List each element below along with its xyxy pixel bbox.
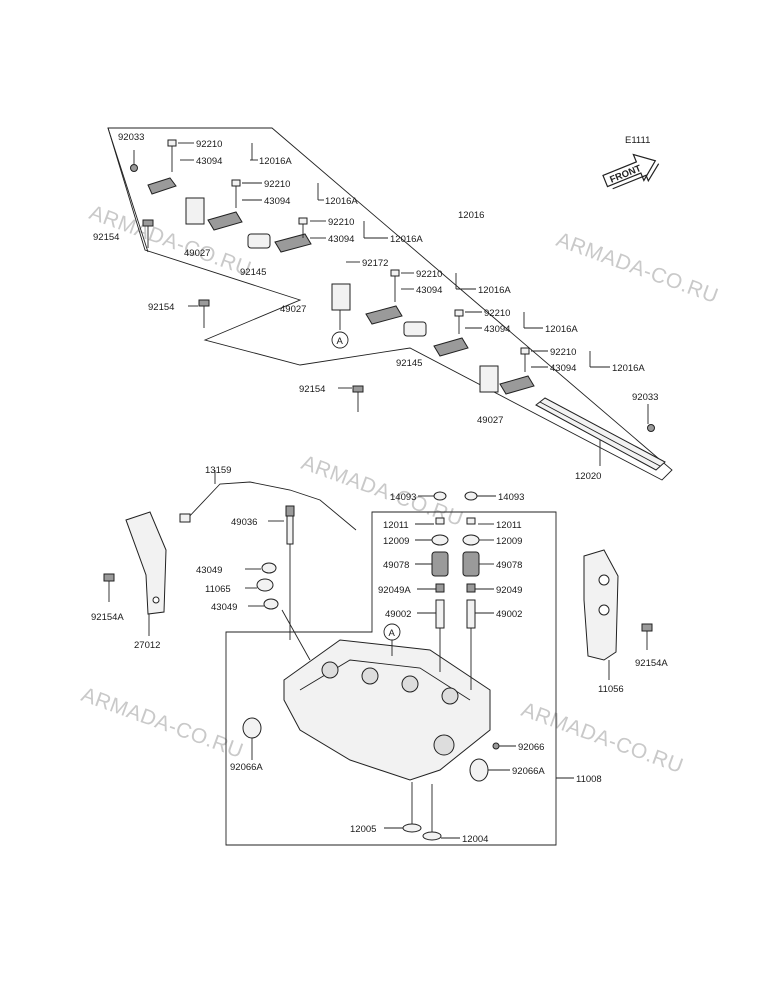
label-12016A: 12016A	[390, 234, 423, 245]
label-92066A: 92066A	[512, 766, 545, 777]
label-92049A: 92049A	[378, 585, 411, 596]
label-49027: 49027	[477, 415, 503, 426]
label-12004: 12004	[462, 834, 488, 845]
label-92210: 92210	[550, 347, 576, 358]
label-49036: 49036	[231, 517, 257, 528]
bolts-92154	[142, 219, 364, 412]
glow-plug-49036	[285, 505, 295, 545]
label-11008: 11008	[576, 774, 602, 785]
ref-marker-a-lower: A	[383, 623, 401, 656]
label-11056: 11056	[598, 684, 624, 695]
label-12009: 12009	[383, 536, 409, 547]
rocker-springs	[247, 233, 427, 337]
label-92210: 92210	[416, 269, 442, 280]
label-43094: 43094	[484, 324, 510, 335]
label-92033-right: 92033	[632, 392, 658, 403]
label-49078: 49078	[383, 560, 409, 571]
label-49002: 49002	[496, 609, 522, 620]
ring-92033-top	[130, 164, 138, 172]
label-12016A: 12016A	[545, 324, 578, 335]
label-12020: 12020	[575, 471, 601, 482]
label-43094: 43094	[416, 285, 442, 296]
label-49027: 49027	[280, 304, 306, 315]
label-13159: 13159	[205, 465, 231, 476]
lower-labels: 13159 49036 43049 11065 43049 92154A 270…	[91, 465, 668, 845]
label-49002: 49002	[385, 609, 411, 620]
label-92154A-right: 92154A	[635, 658, 668, 669]
svg-text:A: A	[337, 336, 344, 347]
valves	[402, 782, 442, 841]
upper-leaders	[133, 142, 649, 466]
label-92172: 92172	[362, 258, 388, 269]
label-92033: 92033	[118, 132, 144, 143]
upper-labels: 92033 92210 43094 12016A 92210 43094 120…	[93, 132, 658, 482]
watermark-2: ARMADA-CO.RU	[553, 228, 721, 308]
wire-harness-13159	[179, 474, 357, 531]
label-43049: 43049	[196, 565, 222, 576]
label-43094: 43094	[328, 234, 354, 245]
label-12005: 12005	[350, 824, 376, 835]
front-arrow-icon: FRONT	[602, 153, 660, 190]
bracket-11056	[583, 549, 653, 661]
label-14093: 14093	[390, 492, 416, 503]
adjust-screws	[167, 139, 530, 372]
label-12016A: 12016A	[478, 285, 511, 296]
valve-train-parts	[431, 491, 480, 629]
ring-92033-right	[647, 424, 655, 432]
label-92066A: 92066A	[230, 762, 263, 773]
label-92066: 92066	[518, 742, 544, 753]
label-12016A: 12016A	[325, 196, 358, 207]
label-12011: 12011	[383, 520, 409, 531]
label-12011: 12011	[496, 520, 522, 531]
label-43094: 43094	[196, 156, 222, 167]
label-12009: 12009	[496, 536, 522, 547]
cylinder-head	[283, 639, 491, 781]
label-14093: 14093	[498, 492, 524, 503]
plug-92066	[492, 742, 500, 750]
rocker-assembly-frame	[107, 127, 673, 481]
label-92210: 92210	[264, 179, 290, 190]
label-92210: 92210	[484, 308, 510, 319]
label-27012: 27012	[134, 640, 160, 651]
ref-marker-a-upper: A	[331, 310, 349, 349]
label-92154: 92154	[148, 302, 174, 313]
label-92049: 92049	[496, 585, 522, 596]
label-12016A: 12016A	[259, 156, 292, 167]
label-92145: 92145	[240, 267, 266, 278]
label-92154: 92154	[93, 232, 119, 243]
diagram-id: E1111	[625, 135, 650, 146]
label-92145: 92145	[396, 358, 422, 369]
washers-43049-11065	[256, 562, 279, 610]
label-92210: 92210	[196, 139, 222, 150]
label-92210: 92210	[328, 217, 354, 228]
plug-92066A-left	[242, 717, 262, 739]
cylinder-head-frame	[225, 511, 557, 846]
label-43049: 43049	[211, 602, 237, 613]
bracket-27012	[103, 511, 167, 615]
rocker-arms	[147, 177, 535, 395]
label-49027: 49027	[184, 248, 210, 259]
label-92154A-left: 92154A	[91, 612, 124, 623]
lower-leaders	[148, 470, 610, 839]
rocker-shaft	[535, 397, 666, 471]
plug-92066A-right	[469, 758, 489, 782]
label-12016A: 12016A	[612, 363, 645, 374]
watermark-4: ARMADA-CO.RU	[78, 683, 246, 763]
label-43094: 43094	[264, 196, 290, 207]
rocker-supports	[185, 197, 499, 393]
label-11065: 11065	[205, 584, 231, 595]
label-43094: 43094	[550, 363, 576, 374]
label-49078: 49078	[496, 560, 522, 571]
label-12016: 12016	[458, 210, 484, 221]
svg-text:A: A	[389, 628, 396, 639]
label-92154: 92154	[299, 384, 325, 395]
